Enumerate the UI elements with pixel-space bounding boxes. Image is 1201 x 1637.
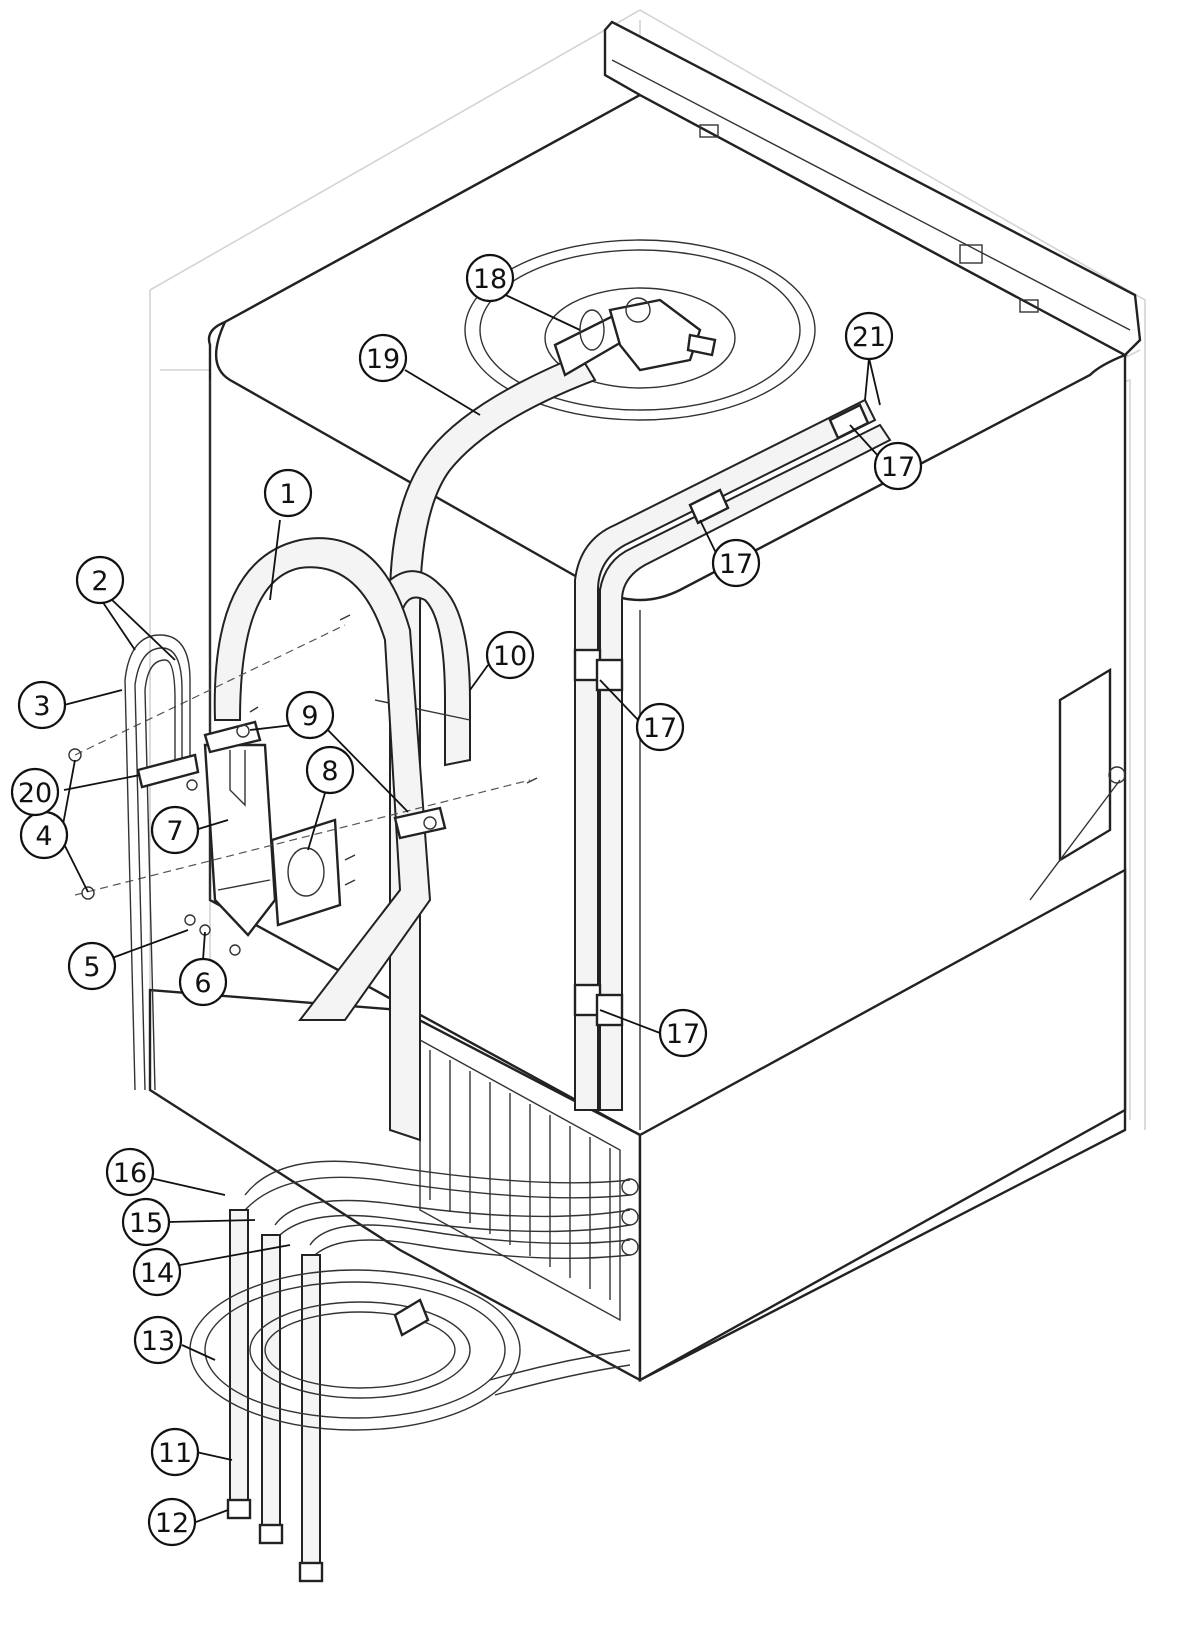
valve-assembly-18 — [553, 297, 717, 377]
callout-16-label: 16 — [113, 1158, 147, 1189]
coiled-hose-13 — [189, 1269, 631, 1431]
callout-5-label: 5 — [83, 952, 100, 983]
callout-2-label: 2 — [91, 566, 108, 597]
callout-1-label: 1 — [279, 479, 296, 510]
callout-6-label: 6 — [194, 968, 211, 999]
callout-17-upper-mid: 17 — [711, 538, 761, 588]
callout-4: 4 — [19, 810, 69, 860]
callout-18-label: 18 — [473, 264, 507, 295]
callout-11-label: 11 — [158, 1438, 192, 1469]
callout-7: 7 — [150, 805, 200, 855]
callout-17-top-label: 17 — [881, 452, 915, 483]
callout-19-label: 19 — [366, 344, 400, 375]
callout-20: 20 — [10, 767, 60, 817]
callout-21-label: 21 — [852, 322, 886, 353]
callout-21: 21 — [844, 311, 894, 361]
callout-17-upper-mid-label: 17 — [719, 549, 753, 580]
callout-16: 16 — [105, 1147, 155, 1197]
callout-11: 11 — [150, 1427, 200, 1477]
leveling-legs-11-12 — [226, 1209, 324, 1583]
callout-7-label: 7 — [166, 816, 183, 847]
gasket-plate-8 — [270, 818, 342, 927]
control-panel — [603, 20, 1142, 357]
callout-17-bottom: 17 — [658, 1008, 708, 1058]
callout-9-label: 9 — [301, 701, 318, 732]
fasteners — [68, 614, 538, 956]
callout-13-label: 13 — [141, 1326, 175, 1357]
drain-hose-19 — [389, 353, 597, 1142]
air-break-7 — [203, 743, 277, 937]
callout-2: 2 — [75, 555, 125, 605]
callout-12-label: 12 — [155, 1508, 189, 1539]
callout-10-label: 10 — [493, 641, 527, 672]
callout-14-label: 14 — [140, 1258, 174, 1289]
callout-19: 19 — [358, 333, 408, 383]
callout-8: 8 — [305, 745, 355, 795]
callout-8-label: 8 — [321, 756, 338, 787]
callout-1: 1 — [263, 468, 313, 518]
callout-14: 14 — [132, 1247, 182, 1297]
hose-clamps-9 — [203, 720, 447, 840]
callout-17-bottom-label: 17 — [666, 1019, 700, 1050]
callout-17-top: 17 — [873, 441, 923, 491]
callout-20-label: 20 — [18, 778, 52, 809]
door-hinge — [1029, 667, 1126, 901]
leader-lines — [61, 289, 881, 1523]
callout-18: 18 — [465, 253, 515, 303]
callout-15: 15 — [121, 1197, 171, 1247]
callout-9: 9 — [285, 690, 335, 740]
base-frame — [148, 867, 1127, 1383]
callout-5: 5 — [67, 941, 117, 991]
callout-17-lower-mid: 17 — [635, 702, 685, 752]
callout-10: 10 — [485, 630, 535, 680]
sump-plate — [464, 239, 816, 421]
callout-3: 3 — [17, 680, 67, 730]
callout-17-lower-mid-label: 17 — [643, 713, 677, 744]
callout-6: 6 — [178, 957, 228, 1007]
right-side-hoses-21 — [573, 398, 892, 1111]
callout-12: 12 — [147, 1497, 197, 1547]
callout-13: 13 — [133, 1315, 183, 1365]
callout-15-label: 15 — [129, 1208, 163, 1239]
callout-4-label: 4 — [35, 821, 52, 852]
callout-3-label: 3 — [33, 691, 50, 722]
fill-hose-1 — [213, 537, 432, 1021]
inlet-hoses-14-15-16 — [244, 1160, 639, 1261]
